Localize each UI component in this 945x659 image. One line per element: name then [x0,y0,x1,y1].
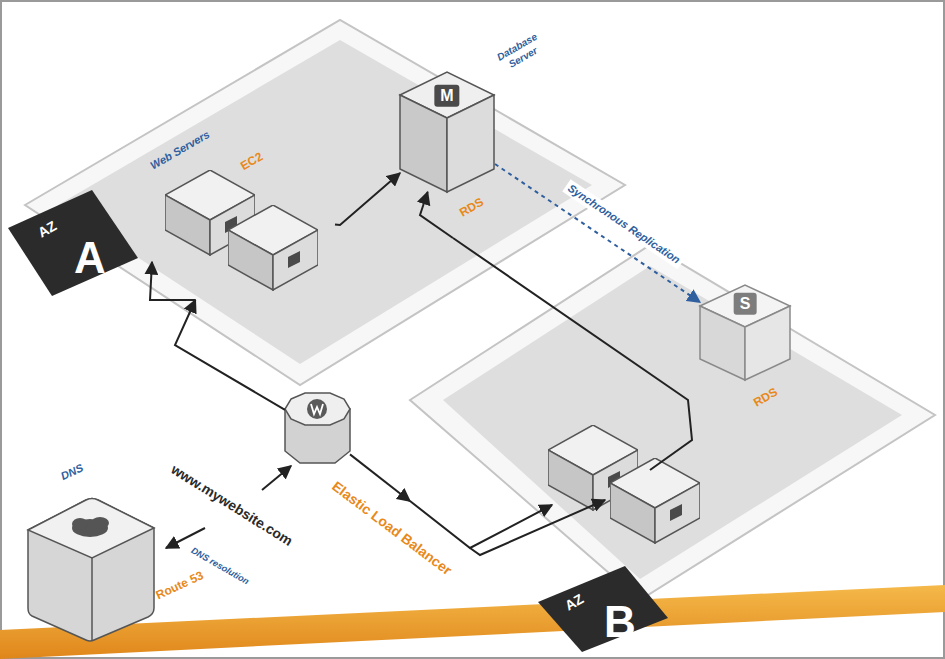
zone-panel-inner [58,40,592,364]
role-icon: S [734,293,757,315]
zone-panel [410,245,935,600]
database-server: MDatabase ServerRDS [400,72,495,192]
availability-zone: AZAWeb ServersEC2MDatabase ServerRDS [8,18,640,392]
role-icon: M [434,85,459,107]
load-balancer: Elastic Load Balancer [285,393,350,465]
zone-tag-text: AZ [35,217,59,240]
url-label: www.mywebsite.com [168,461,296,549]
zone-tag [538,566,668,652]
service-label: EC2 [238,150,265,174]
connector [420,192,453,238]
node-title: Database Server [492,29,549,75]
wire [470,500,605,555]
wire [410,501,552,548]
zone-letter: A [74,236,106,280]
database-icon [700,285,790,380]
group-label: Web Servers [148,128,212,172]
edge-label: Synchronous Replication [562,179,685,269]
request-arrow [262,466,291,490]
dns-icon [28,499,154,642]
resolution-arrow [166,528,205,548]
connector [495,164,700,302]
standby-database: SRDS [700,285,790,380]
ec2-instance [610,458,700,543]
web-server-group: Web ServersEC2 [135,125,335,300]
ec2-instance [228,205,318,290]
load-balancer-icon [285,393,350,463]
zone-letter: B [604,600,636,644]
dns-service: DNSRoute 53 [20,490,160,645]
wire [150,262,195,300]
zone-panel-inner [443,266,902,579]
service-label: RDS [458,196,487,221]
connector [175,300,285,410]
node-title: DNS [59,461,85,482]
zone-tag [8,190,138,296]
service-label: Elastic Load Balancer [329,478,455,578]
connector [335,173,400,225]
zone-tag-text: AZ [562,590,586,613]
service-label: Route 53 [154,569,206,603]
service-label: RDS [752,386,781,411]
database-icon [400,72,494,192]
availability-zone: AZBSRDS [410,238,935,652]
